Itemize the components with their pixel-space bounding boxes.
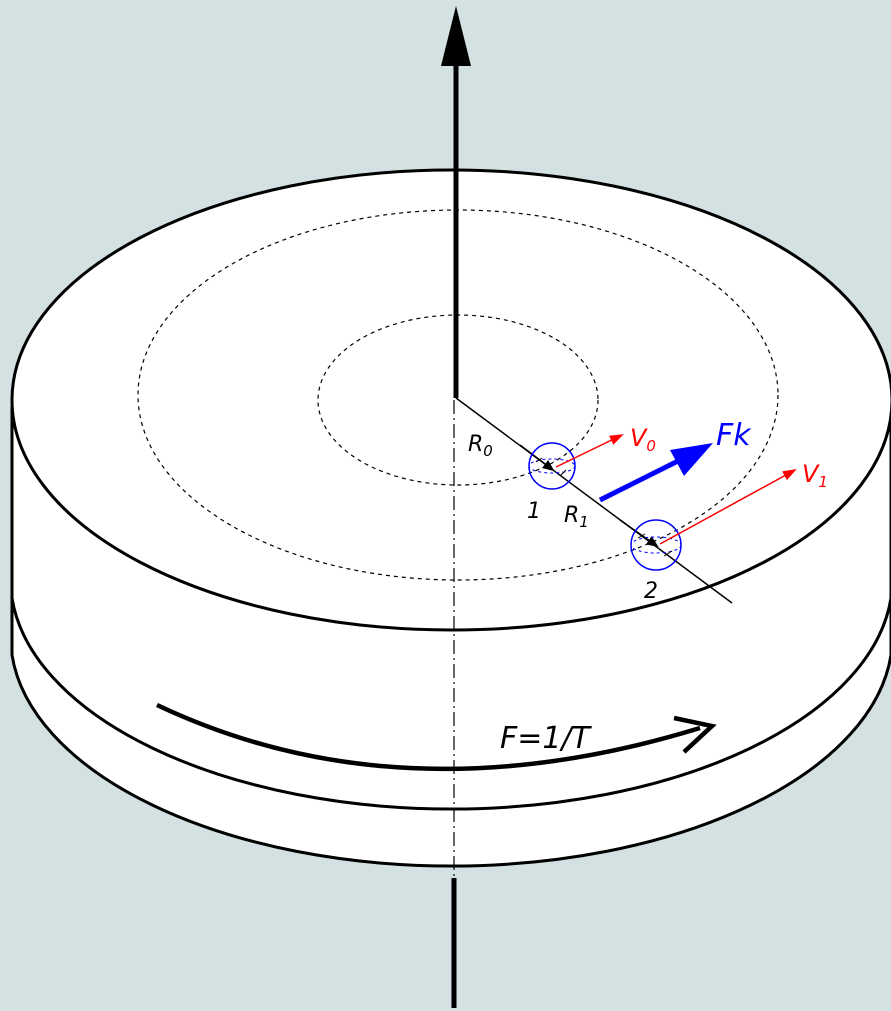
label-ball-2: 2 (644, 579, 658, 604)
ball-1 (528, 442, 576, 490)
cylinder-rim-line (10, 597, 891, 811)
velocity-v0-arrow (555, 434, 624, 468)
label-frequency: F=1/T (500, 721, 593, 756)
velocity-v1-arrow (659, 469, 797, 545)
ball-2 (630, 519, 682, 571)
coriolis-force-arrow (598, 443, 713, 503)
disc-top-face (10, 168, 891, 632)
rotation-arrow (156, 702, 717, 772)
radius-line (455, 397, 733, 604)
label-ball-1: 1 (527, 499, 541, 524)
label-r0: R0 (468, 432, 493, 460)
label-v1: V1 (802, 460, 828, 491)
label-fk: Fk (716, 418, 752, 453)
radius-r0-arrow (519, 444, 555, 472)
label-r1: R1 (564, 503, 589, 531)
radius-r1-arrow (619, 519, 659, 548)
label-v0: V0 (630, 424, 656, 455)
axis-arrow-icon (441, 6, 471, 66)
